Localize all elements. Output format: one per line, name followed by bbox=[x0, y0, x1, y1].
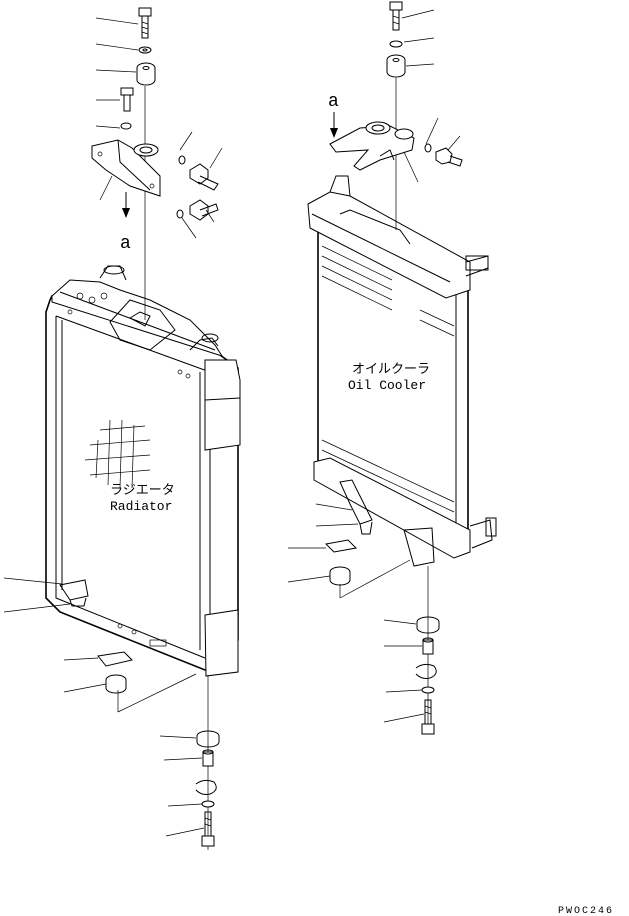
radiator-top-hardware: a bbox=[91, 7, 219, 320]
left-leader-lines bbox=[3, 17, 223, 837]
right-leader-lines bbox=[287, 9, 461, 723]
oil-cooler-assembly: オイルクーラ Oil Cooler bbox=[307, 175, 497, 567]
oil-cooler-label-jp: オイルクーラ bbox=[352, 362, 430, 377]
drawing-code: PWOC246 bbox=[558, 906, 614, 916]
oil-cooler-top-hardware: a bbox=[328, 1, 463, 230]
radiator-bottom-hardware bbox=[97, 651, 220, 850]
radiator-label-jp: ラジエータ bbox=[110, 483, 175, 498]
radiator-label-en: Radiator bbox=[110, 499, 172, 514]
oil-cooler-bottom-hardware bbox=[324, 539, 440, 735]
view-marker-a-left: a bbox=[120, 234, 131, 254]
radiator-assembly: ラジエータ Radiator bbox=[45, 265, 241, 677]
view-marker-a-right: a bbox=[328, 92, 339, 112]
oil-cooler-label-en: Oil Cooler bbox=[348, 378, 426, 393]
